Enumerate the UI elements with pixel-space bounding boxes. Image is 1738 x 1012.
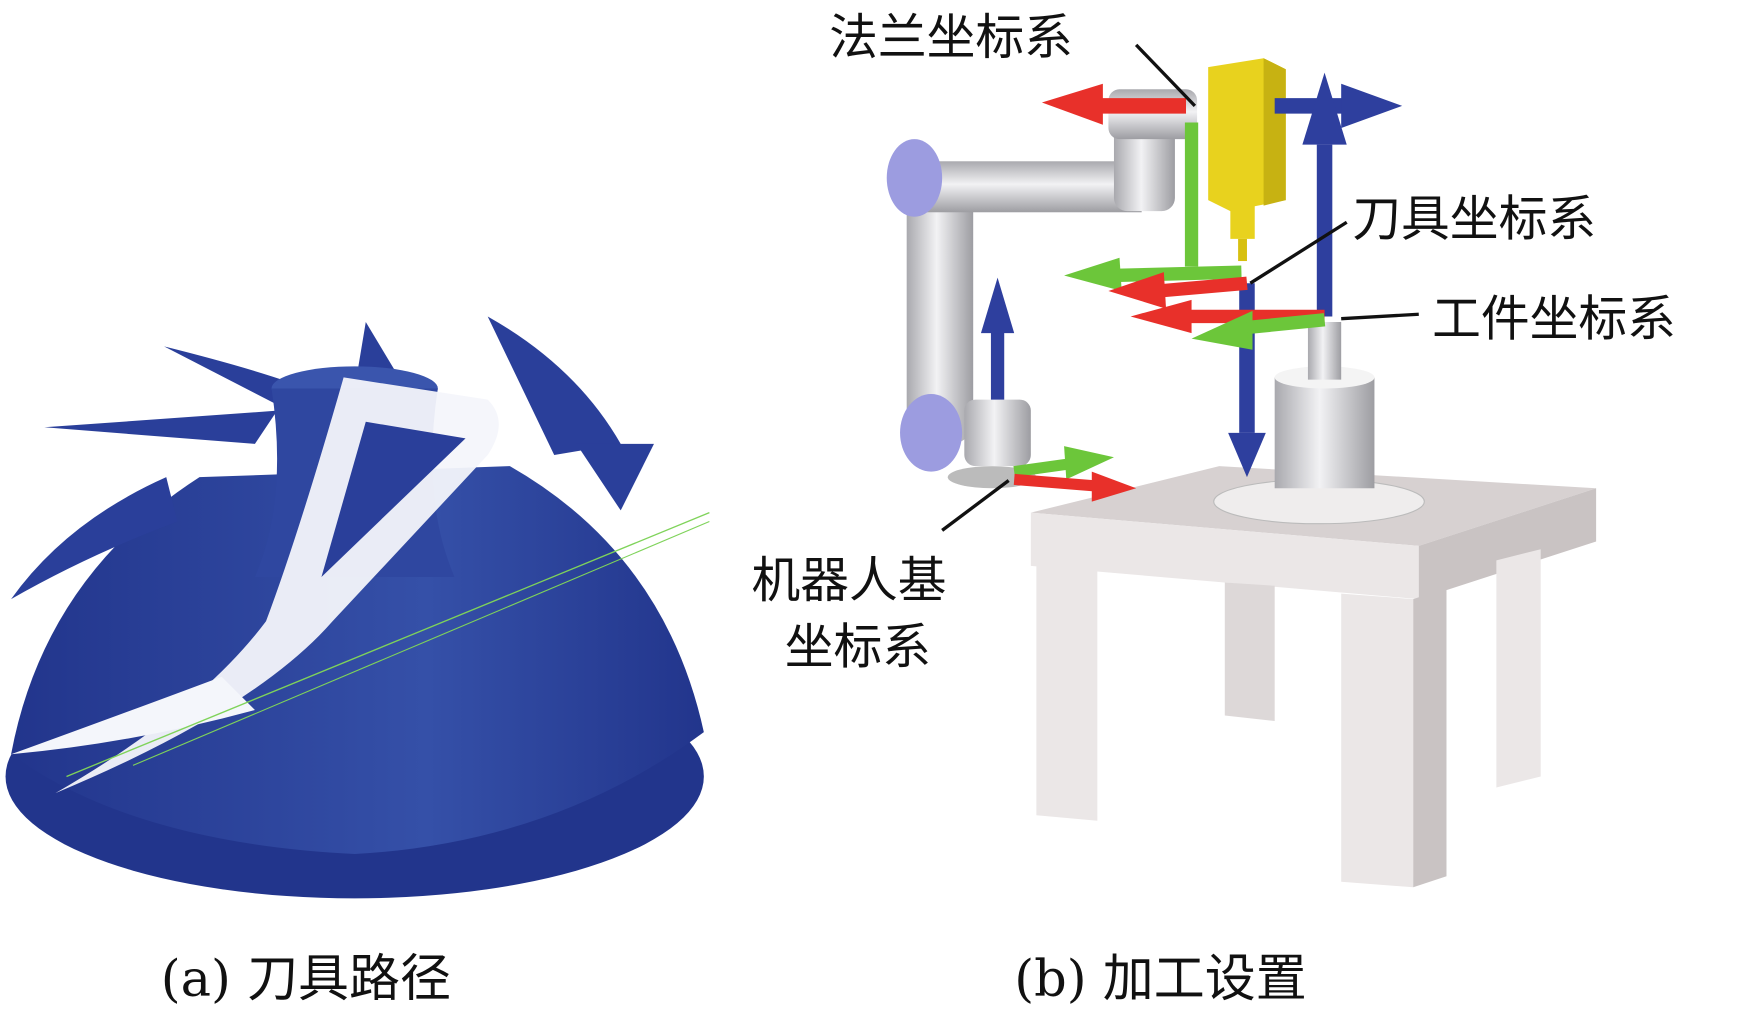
worktable [1030,322,1597,888]
robot-arm [886,58,1286,489]
label-tool-frame: 刀具坐标系 [1352,191,1596,248]
caption-b: (b) 加工设置 [1014,950,1306,1009]
label-flange-frame: 法兰坐标系 [829,9,1073,66]
impeller-render [5,316,710,899]
leader-lines [941,43,1419,532]
label-workpiece-frame: 工件坐标系 [1432,290,1676,347]
coordinate-axes [980,72,1403,502]
label-robot-base-frame-line2: 坐标系 [785,618,931,675]
label-robot-base-frame-line1: 机器人基 [752,552,947,609]
caption-a: (a) 刀具路径 [161,950,451,1009]
